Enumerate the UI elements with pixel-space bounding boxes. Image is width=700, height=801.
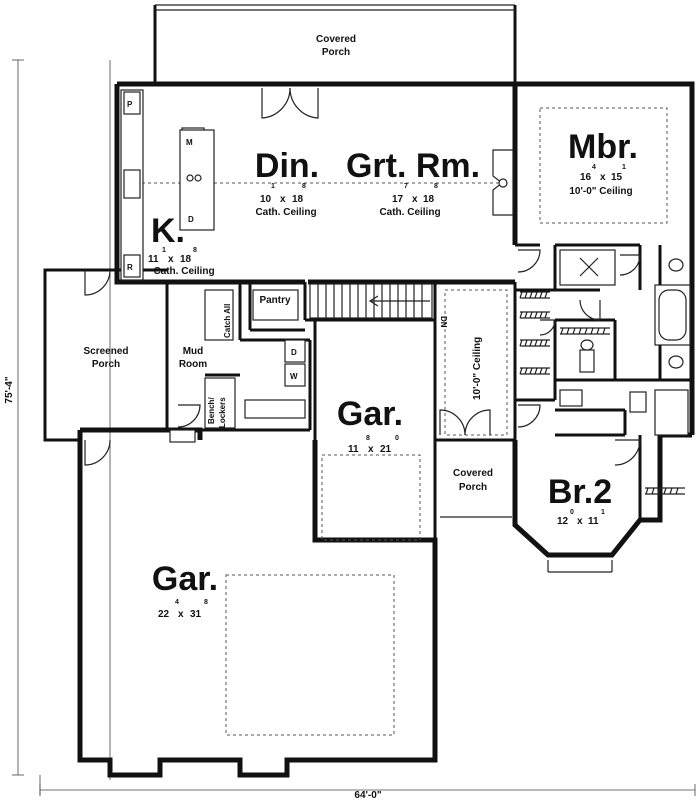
great-room-w-in: 7 [404, 183, 408, 190]
garage-small-w-in: 8 [366, 435, 370, 442]
washer-label: W [290, 372, 298, 381]
garage-small-name: Gar. [337, 395, 403, 433]
overall-dimension-labels: 64'-0" 75'-4" [4, 376, 382, 801]
garage-small-d-in: 0 [395, 435, 399, 442]
garage-large-d-in: 8 [204, 599, 208, 606]
closet-shelving [519, 291, 685, 495]
bedroom2-w: 12 [557, 516, 569, 527]
bay-window [547, 560, 613, 573]
top-covered-porch [153, 4, 517, 84]
dashed-lines [130, 107, 668, 736]
master-w: 16 [580, 172, 592, 183]
catch-all-label: Catch All [223, 304, 232, 338]
kitchen-ceiling: Cath. Ceiling [153, 266, 214, 277]
garage-large-w-in: 4 [175, 599, 179, 606]
dining-w: 10 [260, 194, 272, 205]
garage-large-d: 31 [190, 609, 202, 620]
garage-large-w: 22 [158, 609, 170, 620]
garage-small-w: 11 [348, 444, 359, 455]
fridge-label: R [127, 263, 133, 272]
kitchen-fixtures [120, 89, 215, 281]
bedroom2-d-in: 1 [601, 509, 605, 516]
overall-depth-label: 75'-4" [4, 376, 15, 403]
pantry-label: P [127, 100, 133, 109]
dryer-label: D [291, 348, 297, 357]
bedroom2-name: Br.2 [548, 473, 612, 511]
kitchen-x: x [168, 254, 174, 265]
dining-d: 18 [292, 194, 304, 205]
top-porch-label-1: Covered [316, 34, 356, 45]
bath-fixtures [559, 249, 691, 436]
garage-small-x: x [368, 444, 374, 455]
master-w-in: 4 [592, 164, 596, 171]
great-room-x: x [412, 194, 418, 205]
dishwasher-label: D [188, 215, 194, 224]
kitchen-name: K. [151, 212, 185, 250]
utility-fixtures [204, 289, 306, 429]
bedroom2-w-in: 0 [570, 509, 574, 516]
bedroom2-x: x [577, 516, 583, 527]
master-ceiling: 10'-0" Ceiling [569, 186, 632, 197]
interior-walls [165, 84, 692, 540]
dining-w-in: 1 [271, 183, 275, 190]
garage-small-d: 21 [380, 444, 392, 455]
great-room-d: 18 [423, 194, 435, 205]
front-porch-label-2: Porch [459, 482, 487, 493]
doors [84, 87, 641, 466]
dining-x: x [280, 194, 286, 205]
hall-ceiling-label: 10'-0" Ceiling [472, 337, 483, 400]
top-porch-label-2: Porch [322, 47, 350, 58]
kitchen-w: 11 [148, 254, 159, 265]
great-room-name: Grt. Rm. [346, 147, 480, 185]
master-d: 15 [611, 172, 623, 183]
kitchen-d: 18 [180, 254, 192, 265]
great-room-ceiling: Cath. Ceiling [379, 207, 440, 218]
mud-room-label-2: Room [179, 359, 207, 370]
master-d-in: 1 [622, 164, 626, 171]
kitchen-w-in: 1 [162, 247, 166, 254]
mud-room-label-1: Mud [183, 346, 204, 357]
kitchen-d-in: 8 [193, 247, 197, 254]
front-porch-label-1: Covered [453, 468, 493, 479]
overall-width-label: 64'-0" [354, 790, 381, 801]
fireplace [492, 149, 514, 216]
screened-porch-label-2: Porch [92, 359, 120, 370]
master-name: Mbr. [568, 128, 638, 166]
screened-porch-label-1: Screened [83, 346, 128, 357]
dining-name: Din. [255, 147, 319, 185]
bedroom2-d: 11 [588, 516, 599, 527]
room-labels: Covered Porch Din. 1 8 10 x 18 Cath. Cei… [83, 34, 637, 620]
lockers-label: Lockers [218, 397, 227, 428]
fixture-labels: P R D M D W DN [127, 100, 448, 381]
pantry-room-label: Pantry [259, 295, 291, 306]
garage-large-name: Gar. [152, 560, 218, 598]
bench-label: Bench/ [207, 397, 216, 424]
great-room-w: 17 [392, 194, 404, 205]
island-label: M [186, 138, 193, 147]
dining-d-in: 8 [302, 183, 306, 190]
garage-large-x: x [178, 609, 184, 620]
great-room-d-in: 8 [434, 183, 438, 190]
staircase [309, 283, 433, 319]
stair-down-label: DN [439, 316, 448, 328]
dining-ceiling: Cath. Ceiling [255, 207, 316, 218]
dimension-lines [12, 59, 696, 796]
master-x: x [600, 172, 606, 183]
